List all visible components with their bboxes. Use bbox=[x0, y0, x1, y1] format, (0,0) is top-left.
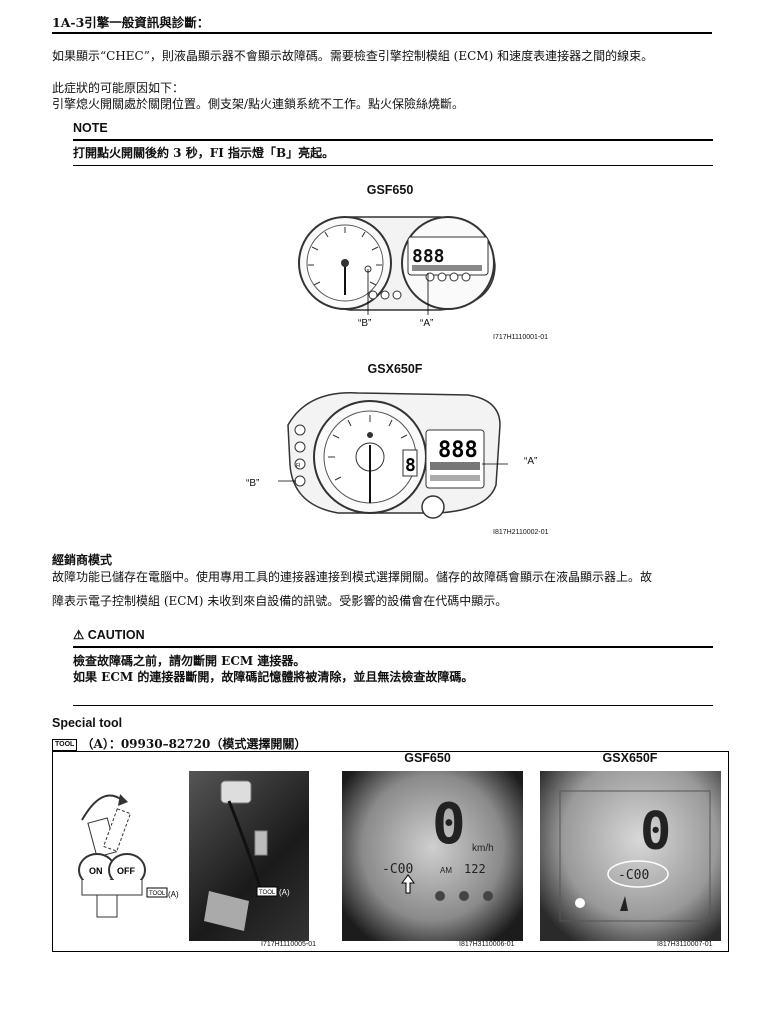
fig1-label-a: “A” bbox=[420, 318, 434, 329]
photo-gsx650f-lcd: 0 -C00 bbox=[540, 771, 721, 941]
cause-body: 引擎熄火開關處於關閉位置。側支架/點火連鎖系統不工作。點火保險絲燒斷。 bbox=[52, 97, 465, 111]
note-text: 打開點火開關後約 3 秒，FI 指示燈「B」亮起。 bbox=[73, 146, 335, 160]
warning-icon: ⚠ bbox=[73, 628, 85, 642]
photo1-tool-icon: TOOL bbox=[259, 890, 276, 896]
tool-cap-gsf: GSF650 bbox=[404, 751, 451, 765]
fig2-gear-digit: 8 bbox=[405, 455, 416, 476]
fig1-label-b: “B” bbox=[358, 318, 372, 329]
tool-fig-id2: I817H3110006-01 bbox=[459, 941, 515, 948]
tool-figure-box bbox=[52, 751, 729, 952]
caution-rule-top bbox=[73, 646, 713, 648]
note-rule-bottom bbox=[73, 165, 713, 166]
svg-text:FI: FI bbox=[296, 463, 300, 469]
photo3-speed: 0 bbox=[640, 802, 671, 862]
dealer-line1: 故障功能已儲存在電腦中。使用專用工具的連接器連接到模式選擇開關。儲存的故障碼會顯… bbox=[52, 570, 653, 584]
fig2-label-b: “B” bbox=[246, 478, 260, 489]
switch-on-label: ON bbox=[89, 866, 103, 876]
fig1-id: I717H1110001-01 bbox=[493, 334, 549, 341]
fig2-lcd-digits: 888 bbox=[438, 438, 478, 463]
switch-tool-icon: TOOL bbox=[149, 891, 166, 897]
page-header: 1A-3引擎一般資訊與診斷： bbox=[52, 15, 210, 30]
tool-fig-id3: I817H3110007-01 bbox=[657, 941, 713, 948]
photo-gsf650-lcd: 0 km/h -C00 AM 122 bbox=[342, 771, 523, 941]
cause-title: 此症狀的可能原因如下： bbox=[52, 81, 185, 95]
switch-tool-a: (A) bbox=[168, 890, 179, 899]
dealer-line2: 障表示電子控制模組 (ECM) 未收到來自設備的訊號。受影響的設備會在代碼中顯示… bbox=[52, 594, 508, 608]
tool-cap-gsx: GSX650F bbox=[602, 751, 658, 765]
tool-icon: TOOL bbox=[52, 738, 78, 751]
special-tool-line: TOOL （A）：09930–82720（模式選擇開關） bbox=[52, 735, 306, 752]
gsf650-meter-diagram: 888 bbox=[298, 216, 496, 315]
special-tool-title: Special tool bbox=[52, 716, 123, 730]
special-tool-text: （A）：09930–82720（模式選擇開關） bbox=[81, 737, 307, 751]
fig2-caption: GSX650F bbox=[367, 362, 423, 376]
switch-off-label: OFF bbox=[117, 866, 135, 876]
gsx650f-meter-diagram: FI 8 888 bbox=[278, 392, 508, 519]
paragraph-chec: 如果顯示“CHEC”，則液晶顯示器不會顯示故障碼。需要檢查引擎控制模組 (ECM… bbox=[52, 49, 654, 63]
caution-heading: ⚠ CAUTION bbox=[73, 627, 145, 642]
note-rule-top bbox=[73, 139, 713, 141]
photo1-tool-a: (A) bbox=[279, 888, 290, 897]
photo2-code: -C00 bbox=[382, 862, 413, 877]
caution-rule-bottom bbox=[73, 705, 713, 706]
photo2-unit: km/h bbox=[472, 843, 494, 854]
photo2-am: AM bbox=[440, 866, 452, 875]
caution-line1: 檢查故障碼之前，請勿斷開 ECM 連接器。 bbox=[73, 654, 306, 668]
dealer-title: 經銷商模式 bbox=[52, 553, 113, 567]
tool-fig-id1: I717H1110005-01 bbox=[261, 941, 317, 948]
photo-connector: TOOL (A) bbox=[189, 771, 309, 941]
mode-switch-drawing: ON OFF TOOL (A) bbox=[78, 794, 179, 918]
photo2-speed: 0 bbox=[432, 792, 466, 857]
fig1-caption: GSF650 bbox=[366, 183, 414, 197]
fig2-label-a: “A” bbox=[524, 456, 538, 467]
caution-title: CAUTION bbox=[87, 628, 145, 642]
fig2-id: I817H2110002-01 bbox=[493, 529, 549, 536]
photo3-code: -C00 bbox=[618, 868, 649, 883]
fig1-lcd-digits: 888 bbox=[412, 246, 445, 267]
note-title: NOTE bbox=[73, 121, 108, 135]
photo2-time: 122 bbox=[464, 862, 486, 876]
caution-line2: 如果 ECM 的連接器斷開，故障碼記憶體將被清除，並且無法檢查故障碼。 bbox=[73, 670, 474, 684]
header-rule bbox=[52, 32, 712, 34]
